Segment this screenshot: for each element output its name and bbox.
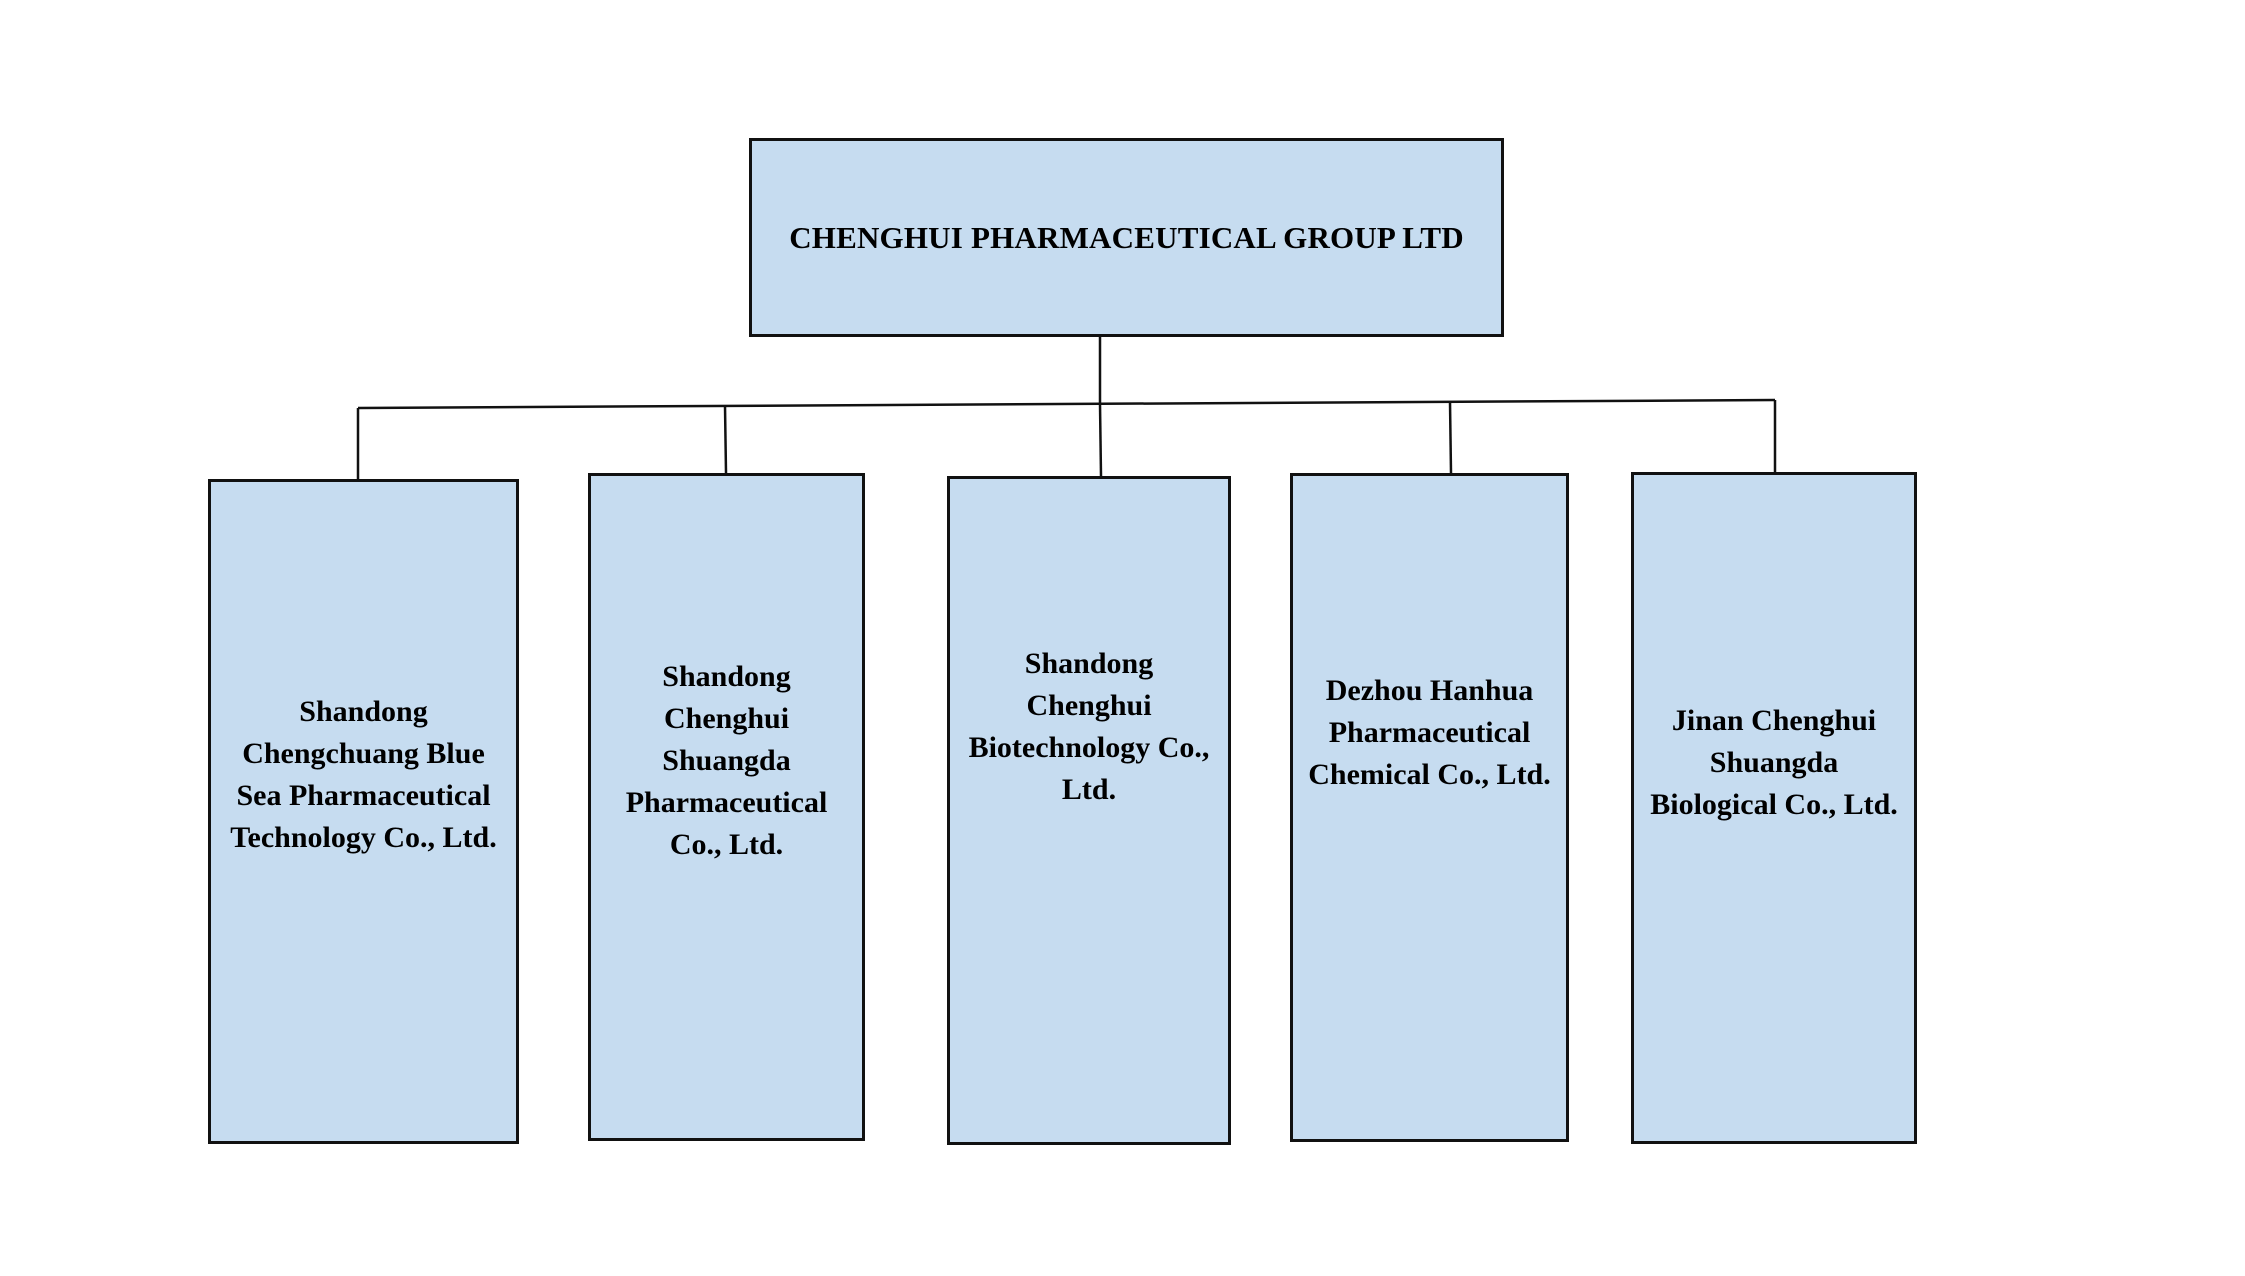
subsidiary-box-shandong-chenghui-biotech: Shandong Chenghui Biotechnology Co., Ltd… — [947, 476, 1231, 1145]
subsidiary-name: Shandong Chengchuang Blue Sea Pharmaceut… — [230, 694, 497, 854]
subsidiary-box-shandong-chenghui-shuangda: Shandong Chenghui Shuangda Pharmaceutica… — [588, 473, 865, 1141]
subsidiary-box-jinan-chenghui-shuangda: Jinan Chenghui Shuangda Biological Co., … — [1631, 472, 1917, 1144]
subsidiary-name: Jinan Chenghui Shuangda Biological Co., … — [1650, 704, 1898, 821]
subsidiary-name: Shandong Chenghui Biotechnology Co., Ltd… — [968, 646, 1210, 806]
subsidiary-box-shandong-chengchuang: Shandong Chengchuang Blue Sea Pharmaceut… — [208, 479, 519, 1144]
branch-line-3 — [1448, 401, 1453, 474]
horizontal-bus-line — [357, 398, 1776, 410]
subsidiary-name: Dezhou Hanhua Pharmaceutical Chemical Co… — [1308, 673, 1551, 791]
root-company-box: CHENGHUI PHARMACEUTICAL GROUP LTD — [749, 138, 1504, 337]
branch-line-1 — [723, 405, 728, 474]
subsidiary-box-dezhou-hanhua: Dezhou Hanhua Pharmaceutical Chemical Co… — [1290, 473, 1569, 1142]
subsidiary-name: Shandong Chenghui Shuangda Pharmaceutica… — [625, 660, 828, 861]
root-company-name: CHENGHUI PHARMACEUTICAL GROUP LTD — [789, 219, 1464, 255]
branch-line-2 — [1098, 403, 1103, 477]
